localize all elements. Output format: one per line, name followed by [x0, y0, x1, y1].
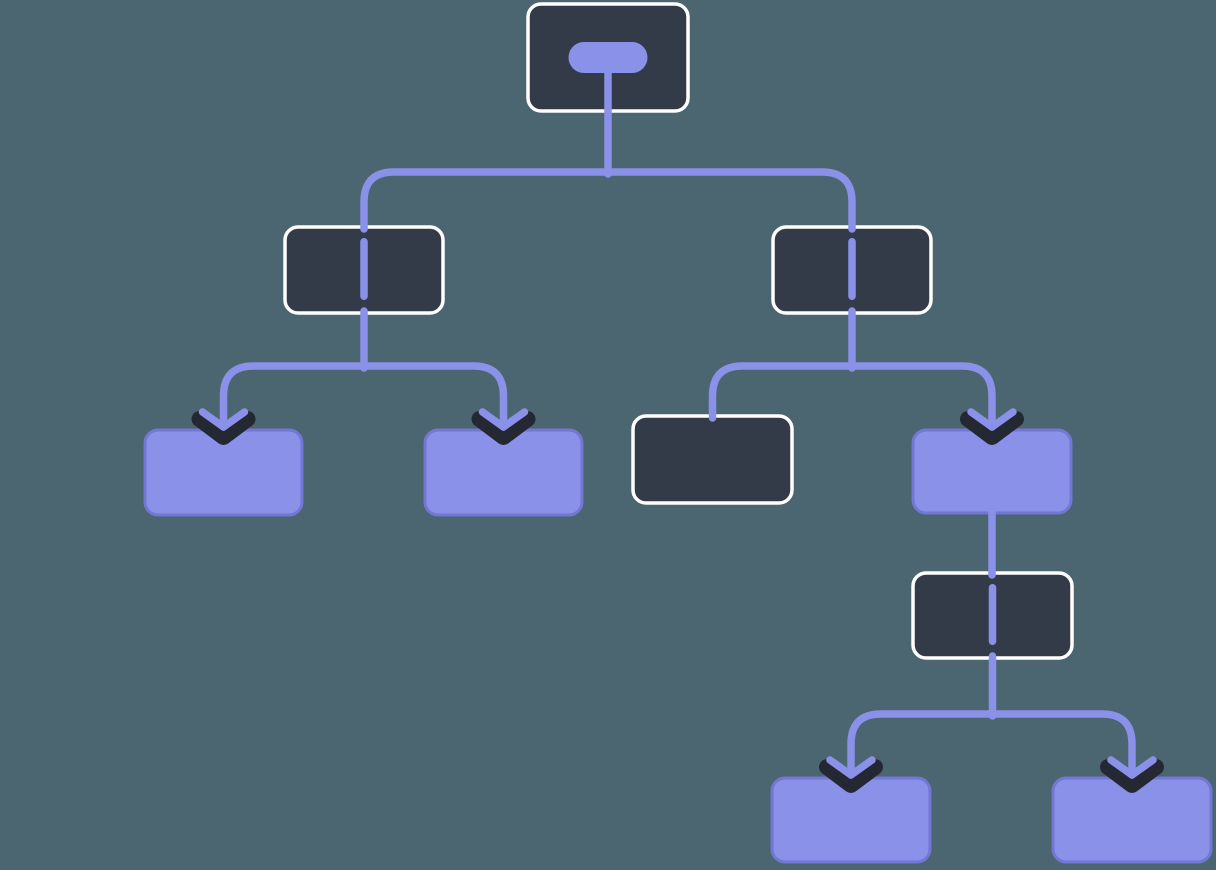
- edge-rail-root: [360, 168, 856, 233]
- arrow-down-dark-icon: [191, 411, 256, 445]
- arrow-down-dark-icon: [960, 411, 1024, 445]
- arrow-down-dark-icon: [471, 411, 536, 445]
- arrow-down-icon: [967, 408, 1017, 431]
- edge-rail-split-bottom: [847, 710, 1136, 779]
- arrow-down-dark-icon: [1100, 759, 1164, 793]
- arrow-down-icon: [1107, 756, 1157, 779]
- vertical-bar-icon: [360, 238, 368, 300]
- arrow-down-icon: [478, 408, 529, 431]
- arrow-down-icon: [826, 756, 876, 779]
- pill-icon: [568, 42, 648, 73]
- edge-rail-split-left: [219, 362, 508, 431]
- vertical-bar-icon: [848, 238, 856, 300]
- nodes-layer: [143, 2, 1213, 864]
- node-dark-leaf[interactable]: [631, 414, 794, 505]
- vertical-bar-icon: [988, 584, 997, 645]
- connectors-layer: [219, 53, 1136, 779]
- arrowheads-purple-layer: [198, 408, 1157, 779]
- node-icons-layer: [360, 42, 997, 645]
- arrow-down-dark-icon: [819, 759, 883, 793]
- arrow-down-icon: [198, 408, 249, 431]
- edge-rail-split-right: [708, 362, 996, 431]
- arrowheads-dark-layer: [191, 411, 1164, 793]
